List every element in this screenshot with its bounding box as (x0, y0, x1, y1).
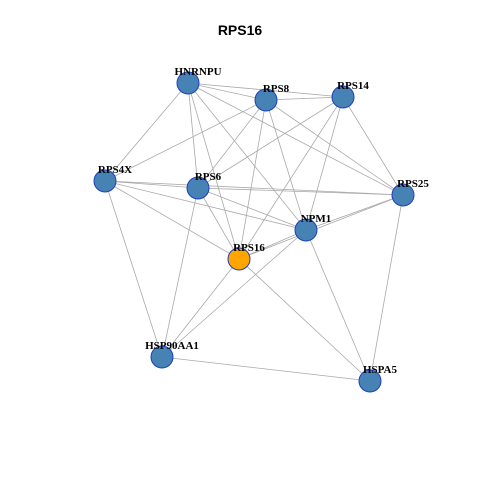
node-hspa5 (358, 369, 382, 393)
edge-rps4x-npm1 (104, 180, 307, 231)
edge-hnrnpu-npm1 (187, 82, 307, 231)
edge-rps8-rps6 (197, 99, 267, 189)
node-rps4x (93, 169, 117, 193)
node-label-hsp90aa1: HSP90AA1 (145, 340, 199, 352)
node-label-rps8: RPS8 (263, 83, 290, 95)
edge-rps8-rps4x (104, 99, 267, 182)
edge-rps4x-rps25 (104, 180, 404, 196)
edge-rps8-rps16 (238, 99, 267, 260)
node-label-rps14: RPS14 (337, 80, 369, 92)
node-label-rps25: RPS25 (397, 178, 429, 190)
node-label-rps4x: RPS4X (98, 164, 132, 176)
edge-rps16-hsp90aa1 (161, 258, 240, 358)
node-hnrnpu (176, 71, 200, 95)
edge-rps4x-hsp90aa1 (104, 180, 163, 358)
edge-rps6-rps25 (197, 187, 404, 196)
edge-rps8-npm1 (265, 99, 307, 231)
edge-rps25-npm1 (305, 194, 404, 231)
node-rps8 (254, 88, 278, 112)
node-label-hnrnpu: HNRNPU (174, 66, 221, 78)
node-label-npm1: NPM1 (301, 213, 332, 225)
edge-rps8-rps14 (265, 96, 344, 101)
edge-rps25-hspa5 (369, 194, 404, 382)
edge-rps25-rps16 (238, 194, 404, 260)
edge-rps8-rps25 (265, 99, 404, 196)
edge-npm1-rps16 (238, 229, 307, 260)
nodes-group (93, 71, 415, 393)
edge-rps14-rps25 (342, 96, 404, 196)
edge-rps16-hspa5 (238, 258, 371, 382)
edge-hnrnpu-rps16 (187, 82, 240, 260)
edge-hnrnpu-rps6 (187, 82, 199, 189)
edge-rps4x-rps6 (104, 180, 199, 189)
edge-hnrnpu-rps8 (187, 82, 267, 101)
node-npm1 (294, 218, 318, 242)
node-label-rps6: RPS6 (195, 171, 222, 183)
edge-hnrnpu-rps25 (187, 82, 404, 196)
edge-rps6-hsp90aa1 (161, 187, 199, 358)
edge-hnrnpu-rps4x (104, 82, 189, 182)
edge-rps14-rps6 (197, 96, 344, 189)
edge-npm1-hspa5 (305, 229, 371, 382)
edge-hsp90aa1-hspa5 (161, 356, 371, 382)
edge-rps4x-rps16 (104, 180, 240, 260)
edge-rps6-rps16 (197, 187, 240, 260)
node-rps25 (391, 183, 415, 207)
node-label-rps16: RPS16 (233, 242, 265, 254)
node-rps16 (227, 247, 251, 271)
edge-rps6-npm1 (197, 187, 307, 231)
node-rps14 (331, 85, 355, 109)
edge-rps14-rps16 (238, 96, 344, 260)
edge-rps14-npm1 (305, 96, 344, 231)
node-rps6 (186, 176, 210, 200)
edges-group (104, 82, 404, 382)
chart-title: RPS16 (218, 22, 263, 38)
node-hsp90aa1 (150, 345, 174, 369)
edge-npm1-hsp90aa1 (161, 229, 307, 358)
node-label-hspa5: HSPA5 (363, 364, 398, 376)
